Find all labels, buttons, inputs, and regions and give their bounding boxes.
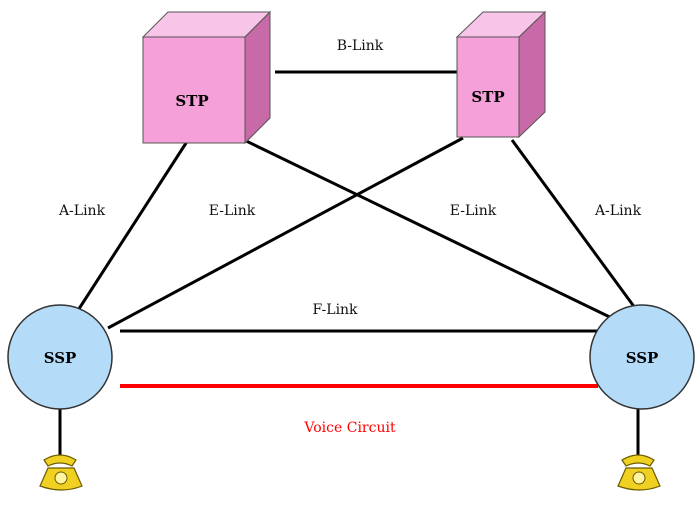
b-link-label: B-Link [337, 38, 384, 54]
a-link-left-line [73, 139, 190, 316]
stp-right-node: STP [455, 10, 547, 139]
voice-circuit-label: Voice Circuit [303, 420, 396, 436]
a-link-left-label: A-Link [58, 203, 106, 219]
telephone-icon [39, 454, 83, 491]
f-link-label: F-Link [312, 302, 358, 318]
stp-right-front [456, 36, 520, 138]
stp-left-node: STP [141, 10, 272, 145]
ssp-right-label: SSP [626, 349, 659, 367]
telephone-left-dial [54, 471, 68, 485]
ssp-right-node: SSP [589, 304, 695, 410]
stp-left-label: STP [175, 92, 208, 110]
telephone-right-dial [632, 471, 646, 485]
ssp-right-circle [589, 304, 695, 410]
stp-left-front [142, 36, 246, 144]
a-link-right-label: A-Link [594, 203, 642, 219]
e-link-right-label: E-Link [450, 203, 497, 219]
a-link-right-line [510, 139, 640, 313]
ssp-left-label: SSP [44, 349, 77, 367]
ssp-left-node: SSP [7, 304, 113, 410]
e-link-right-line [107, 136, 464, 330]
e-link-left-line [239, 136, 621, 324]
telephone-right-handset [621, 454, 655, 467]
e-link-left-label: E-Link [209, 203, 256, 219]
telephone-icon [617, 454, 661, 491]
ssp-left-circle [7, 304, 113, 410]
telephone-left-handset [43, 454, 77, 467]
stp-right-label: STP [471, 88, 504, 106]
